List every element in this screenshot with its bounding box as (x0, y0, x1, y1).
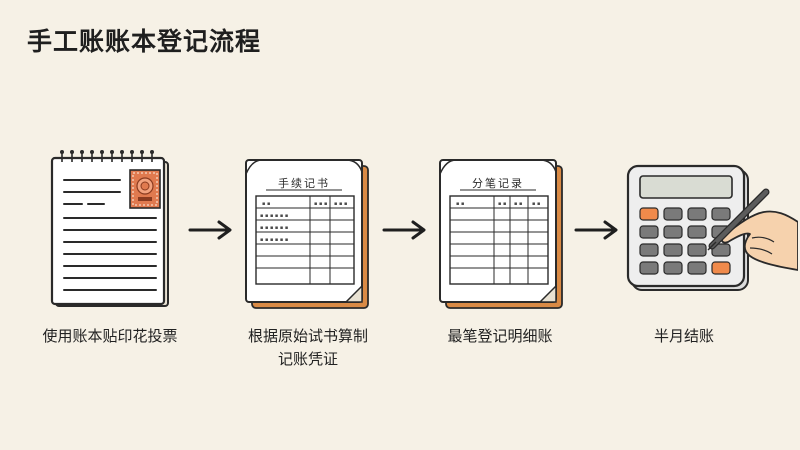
detail-ledger-icon: 分笔记录 ▪ ▪ ▪ ▪ ▪ ▪ ▪ ▪ (439, 159, 563, 309)
notebook-with-stamp-icon (50, 150, 169, 307)
book-title: 手续记书 (278, 176, 330, 190)
svg-text:▪ ▪ ▪ ▪ ▪ ▪: ▪ ▪ ▪ ▪ ▪ ▪ (260, 213, 288, 219)
arrow-right-icon (188, 220, 232, 240)
svg-text:▪ ▪ ▪ ▪ ▪ ▪: ▪ ▪ ▪ ▪ ▪ ▪ (260, 225, 288, 231)
arrow-right-icon (382, 220, 426, 240)
svg-text:▪ ▪: ▪ ▪ (514, 201, 522, 207)
step-4-label: 半月结账 (653, 327, 714, 345)
voucher-ledger-icon: 手续记书 ▪ ▪ ▪ ▪ ▪ ▪ ▪ ▪ ▪ ▪ ▪ ▪ ▪ ▪ ▪ ▪ ▪ ▪ ▪ … (245, 159, 369, 309)
svg-text:▪ ▪: ▪ ▪ (532, 201, 540, 207)
step-3-label: 最笔登记明细账 (447, 327, 553, 345)
page-title: 手工账账本登记流程 (27, 27, 262, 56)
step-1-label: 使用账本贴印花投票 (42, 327, 178, 345)
step-2-label: 根据原始试书算制 记账凭证 (247, 327, 368, 368)
svg-text:▪ ▪: ▪ ▪ (456, 201, 464, 207)
svg-text:▪ ▪ ▪ ▪ ▪ ▪: ▪ ▪ ▪ ▪ ▪ ▪ (260, 237, 288, 243)
arrow-right-icon (574, 220, 618, 240)
svg-text:▪ ▪: ▪ ▪ (498, 201, 506, 207)
svg-text:▪ ▪: ▪ ▪ (262, 201, 270, 207)
svg-text:▪ ▪ ▪: ▪ ▪ ▪ (334, 201, 347, 207)
calculator-hand-icon (626, 164, 798, 291)
book-title: 分笔记录 (472, 176, 524, 190)
svg-text:▪ ▪ ▪: ▪ ▪ ▪ (314, 201, 327, 207)
